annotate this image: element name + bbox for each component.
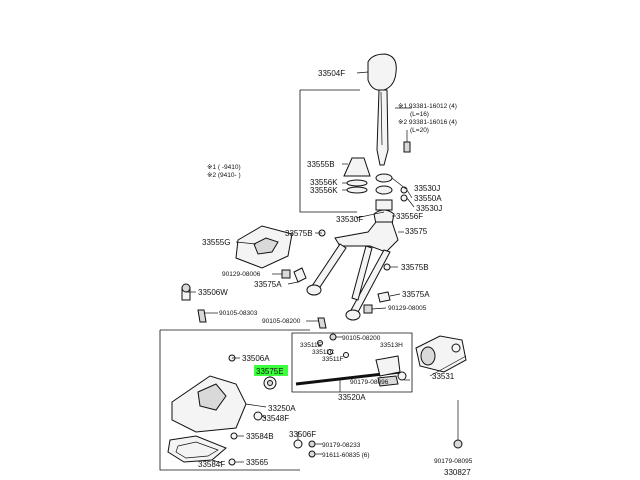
label-33504F: 33504F	[318, 69, 345, 78]
clip-33565	[228, 458, 236, 466]
label-33530J-2: 33530J	[416, 204, 442, 213]
label-33506F: 33506F	[289, 430, 316, 439]
label-33506W: 33506W	[198, 288, 228, 297]
mid-rod	[351, 245, 373, 301]
label-33548F: 33548F	[262, 414, 289, 423]
label-33511C: 33511C	[312, 349, 335, 356]
label-33575A-1: 33575A	[254, 280, 282, 289]
bushing	[375, 173, 393, 183]
stud-33506W-head	[181, 283, 191, 293]
label-note1a: ※1 93381-16012 (4)	[398, 103, 457, 110]
bolt-90105-08200-b	[329, 333, 337, 341]
o-ring-2	[346, 186, 368, 194]
bolt-90179-08095	[453, 439, 463, 449]
label-33530F: 33530F	[336, 215, 363, 224]
seat	[375, 185, 393, 195]
label-note2b: (L=20)	[410, 127, 429, 134]
bracket-33531-bore	[420, 346, 436, 366]
label-90179-08096: 90179-08096	[350, 379, 389, 386]
lever-retainer	[375, 199, 393, 211]
label-33530J-1: 33530J	[414, 184, 440, 193]
label-90179-08233: 90179-08233	[322, 442, 361, 449]
rod-pin-2	[327, 349, 333, 355]
bushing-33575B-right	[383, 263, 391, 271]
right-rod-end	[345, 309, 361, 321]
bolt-90105-08303	[197, 309, 207, 323]
label-legend2: ※2 (9410- )	[207, 172, 241, 179]
o-ring-1	[346, 179, 368, 187]
label-33513H: 33513H	[380, 342, 403, 349]
label-90105-08303: 90105-08303	[219, 310, 258, 317]
bolt-91611-60835	[308, 450, 316, 458]
nut-90129-08005	[363, 304, 373, 314]
shift-boot	[343, 157, 371, 177]
bushing-33506F	[293, 439, 303, 449]
shift-lever-housing	[334, 221, 399, 253]
label-90129-08006: 90129-08006	[222, 271, 261, 278]
rod-clevis	[377, 375, 399, 387]
label-33511E: 33511E	[300, 342, 323, 349]
label-33584B: 33584B	[246, 432, 274, 441]
nut-90129-08006	[281, 269, 291, 279]
clip-33584B	[230, 432, 238, 440]
washer-33548F	[253, 411, 263, 421]
label-33575A-2: 33575A	[402, 290, 430, 299]
washer-2	[400, 194, 408, 202]
label-33556F: 33556F	[396, 212, 423, 221]
label-33575E: 33575E	[256, 367, 284, 376]
rod-joint-pin	[397, 371, 407, 381]
label-33556K-1: 33556K	[310, 178, 338, 187]
leader-lines	[186, 71, 467, 464]
rod-group-frame	[291, 332, 413, 393]
label-33506A: 33506A	[242, 354, 270, 363]
label-90129-08005: 90129-08005	[388, 305, 427, 312]
bolt-90179-08233	[308, 440, 316, 448]
label-note1b: (L=16)	[410, 111, 429, 118]
label-33556K-2: 33556K	[310, 186, 338, 195]
label-91611-60835: 91611-60835 (6)	[322, 452, 370, 459]
lever-bolt	[403, 141, 411, 153]
rod-pin-3	[343, 352, 349, 358]
label-33575B-1: 33575B	[285, 229, 313, 238]
upper-group-frame	[299, 89, 360, 213]
label-33575: 33575	[405, 227, 428, 236]
label-33584F: 33584F	[198, 460, 225, 469]
label-33250A: 33250A	[268, 404, 296, 413]
bushing-33575E-hole	[267, 380, 273, 386]
label-legend1: ※1 ( -9410)	[207, 164, 241, 171]
shift-lever-shaft	[376, 89, 389, 166]
bracket-33531-stud	[451, 343, 461, 353]
label-90105-08200-a: 90105-08200	[262, 318, 301, 325]
rod-joint	[375, 355, 401, 377]
label-90105-08200-b: 90105-08200	[342, 335, 381, 342]
shift-plate-gate	[253, 237, 279, 255]
lower-housing-boss	[197, 383, 227, 411]
bolt-90105-08200-a	[317, 317, 327, 329]
label-33565: 33565	[246, 458, 269, 467]
label-33511F: 33511F	[322, 356, 344, 363]
label-33555G: 33555G	[202, 238, 230, 247]
label-33531: 33531	[432, 372, 455, 381]
washer-1	[400, 186, 408, 194]
bushing-33575A-left	[293, 267, 307, 283]
shift-knob	[367, 53, 397, 91]
label-330827: 330827	[444, 468, 471, 477]
label-90179-08095: 90179-08095	[434, 458, 473, 465]
label-33550A: 33550A	[414, 194, 442, 203]
rod-pin-1	[317, 340, 323, 346]
highlight-33575E	[254, 365, 288, 376]
left-shift-rod	[311, 243, 347, 291]
label-33555B: 33555B	[307, 160, 335, 169]
left-rod-end	[306, 284, 322, 296]
label-33575B-2: 33575B	[401, 263, 429, 272]
label-33520A: 33520A	[338, 393, 366, 402]
label-note2a: ※2 93381-16016 (4)	[398, 119, 457, 126]
lower-group-frame	[159, 329, 310, 471]
bushing-33575A-right	[377, 291, 391, 303]
